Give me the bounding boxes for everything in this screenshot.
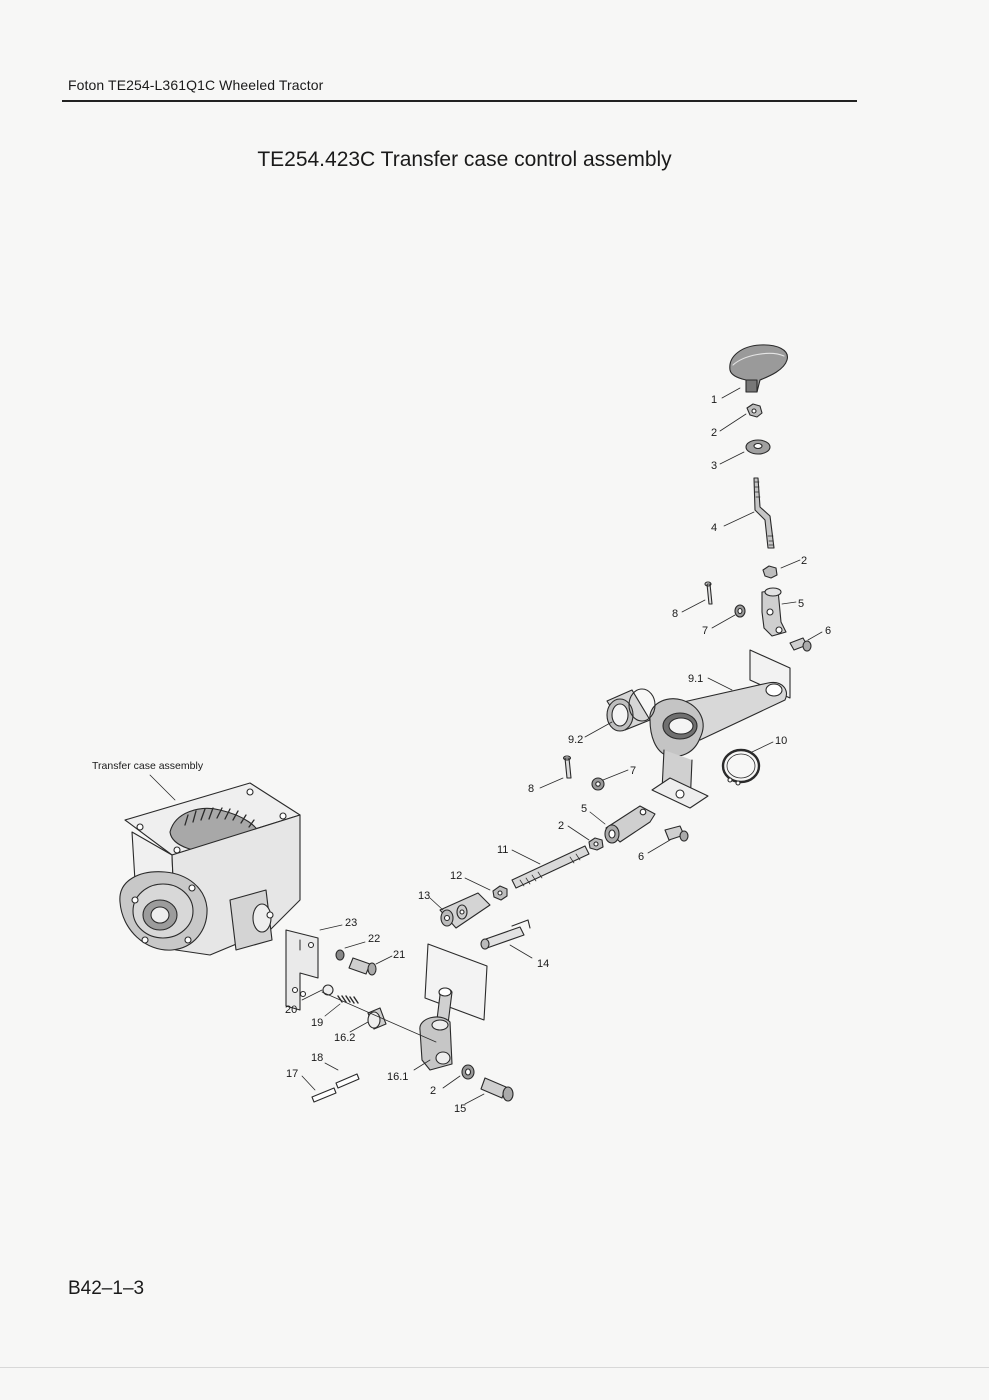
callout-22: 22 [368, 933, 380, 945]
header-title: Foton TE254-L361Q1C Wheeled Tractor [68, 77, 324, 93]
callout-5: 5 [581, 803, 587, 815]
part-nut-mid [588, 837, 604, 851]
part-bolt-top [789, 637, 812, 652]
header-rule [62, 100, 857, 102]
callout-20: 20 [285, 1004, 297, 1016]
callout-5: 5 [798, 598, 804, 610]
callout-2: 2 [430, 1085, 436, 1097]
part-bolt-21 [348, 957, 377, 976]
callout-6: 6 [638, 851, 644, 863]
callout-12: 12 [450, 870, 462, 882]
part-lever-rod [753, 477, 775, 549]
callout-2: 2 [711, 427, 717, 439]
callout-11: 11 [497, 844, 508, 856]
callout-19: 19 [311, 1017, 323, 1029]
part-pin-mid [562, 755, 572, 779]
callout-16-2: 16.2 [334, 1032, 355, 1044]
callout-4: 4 [711, 522, 717, 534]
callout-6: 6 [825, 625, 831, 637]
part-fork [439, 892, 491, 929]
page-title: TE254.423C Transfer case control assembl… [0, 148, 989, 172]
part-shield-plate [424, 943, 488, 1021]
callout-23: 23 [345, 917, 357, 929]
part-axis-line [321, 991, 437, 1043]
callout-labels: 1 2 3 4 2 8 7 5 6 9.1 9.2 10 8 7 5 2 6 1… [92, 394, 831, 1115]
part-bolt-mid [664, 825, 689, 842]
callout-2: 2 [558, 820, 564, 832]
part-pin-top [704, 581, 713, 605]
bottom-rule [0, 1367, 989, 1368]
part-spring [337, 995, 359, 1004]
callout-2: 2 [801, 555, 807, 567]
part-pin-17 [311, 1087, 337, 1103]
part-nut-lower [762, 565, 778, 579]
part-circlip [721, 748, 761, 786]
part-bolt-15 [480, 1077, 514, 1102]
callout-10: 10 [775, 735, 787, 747]
part-clevis-top [761, 587, 787, 637]
part-washer-mid [591, 777, 605, 791]
callout-16-1: 16.1 [387, 1071, 408, 1083]
callout-17: 17 [286, 1068, 298, 1080]
callout-21: 21 [393, 949, 405, 961]
callout-7: 7 [630, 765, 636, 777]
callout-8: 8 [672, 608, 678, 620]
callout-18: 18 [311, 1052, 323, 1064]
page-number: B42–1–3 [68, 1278, 145, 1299]
callout-14: 14 [537, 958, 549, 970]
part-pin-18 [335, 1073, 360, 1089]
part-clip-pin [480, 919, 531, 950]
callout-7: 7 [702, 625, 708, 637]
part-washer-22 [335, 949, 345, 961]
assembly-label: Transfer case assembly [92, 760, 204, 772]
part-bushing [606, 688, 656, 732]
callout-9-2: 9.2 [568, 734, 583, 746]
part-washer-top [734, 604, 746, 618]
callout-3: 3 [711, 460, 717, 472]
callout-15: 15 [454, 1103, 466, 1115]
callout-8: 8 [528, 783, 534, 795]
callout-13: 13 [418, 890, 430, 902]
callout-9-1: 9.1 [688, 673, 703, 685]
part-nut-12 [492, 885, 508, 901]
callout-1: 1 [711, 394, 717, 406]
part-clevis-mid [604, 805, 656, 844]
part-transfer-case [119, 782, 301, 956]
part-detent-bracket [285, 929, 319, 1011]
part-knob [729, 344, 788, 393]
part-washer-3 [745, 439, 771, 455]
part-nut-bottom [461, 1064, 475, 1080]
part-rod [511, 845, 590, 889]
part-nut-top [746, 403, 763, 418]
page-title-text: TE254.423C Transfer case control assembl… [257, 148, 672, 171]
leader-lines [149, 387, 823, 1105]
part-shift-lever [419, 987, 453, 1071]
part-lever-arm [649, 649, 791, 809]
